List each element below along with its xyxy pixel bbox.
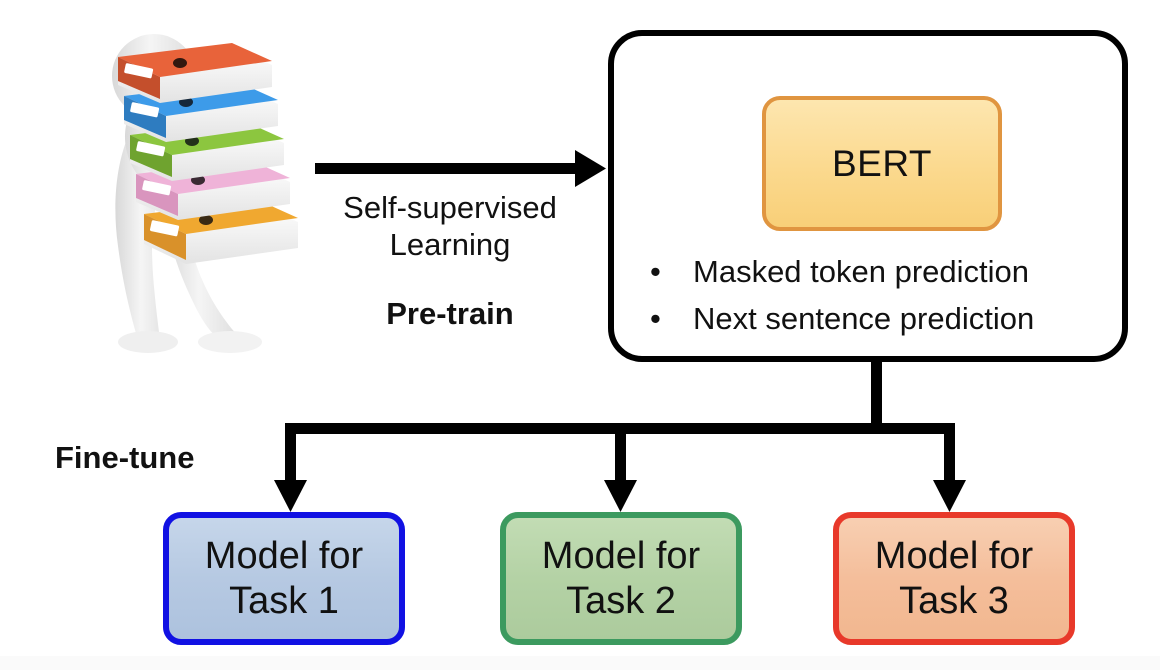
bert-objectives-list: • Masked token prediction • Next sentenc… <box>650 248 1120 342</box>
ssl-line-2: Learning <box>389 226 511 262</box>
list-item: • Next sentence prediction <box>650 295 1120 342</box>
task-1-line-1: Model for <box>204 535 364 578</box>
task-1-line-2: Task 1 <box>229 579 339 622</box>
pre-train-label: Pre-train <box>386 296 514 331</box>
bert-panel: BERT • Masked token prediction • Next se… <box>608 30 1128 362</box>
task-3-line-2: Task 3 <box>899 579 1009 622</box>
list-item: • Masked token prediction <box>650 248 1120 295</box>
footer-band <box>0 656 1160 670</box>
person-carrying-binders-illustration <box>60 8 325 353</box>
task-2-line-1: Model for <box>541 535 701 578</box>
bullet-icon: • <box>650 254 661 289</box>
task-box-2[interactable]: Model for Task 2 <box>500 512 742 645</box>
finetune-branch-connector <box>274 360 966 512</box>
task-3-line-1: Model for <box>874 535 1034 578</box>
binder-amber-icon <box>144 200 298 264</box>
bert-model-box[interactable]: BERT <box>762 96 1002 231</box>
task-box-1[interactable]: Model for Task 1 <box>163 512 405 645</box>
objective-label: Next sentence prediction <box>693 301 1035 336</box>
task-box-3[interactable]: Model for Task 3 <box>833 512 1075 645</box>
ssl-line-1: Self-supervised <box>343 190 557 225</box>
bert-model-label: BERT <box>831 142 932 184</box>
bullet-icon: • <box>650 301 661 336</box>
self-supervised-learning-label: Self-supervised Learning <box>300 190 600 263</box>
binder-stack <box>118 43 298 264</box>
fine-tune-label: Fine-tune <box>55 440 195 475</box>
pretrain-arrow-right-icon <box>315 150 606 187</box>
task-2-line-2: Task 2 <box>566 579 676 622</box>
binder-orange-icon <box>118 43 272 103</box>
objective-label: Masked token prediction <box>693 254 1030 289</box>
